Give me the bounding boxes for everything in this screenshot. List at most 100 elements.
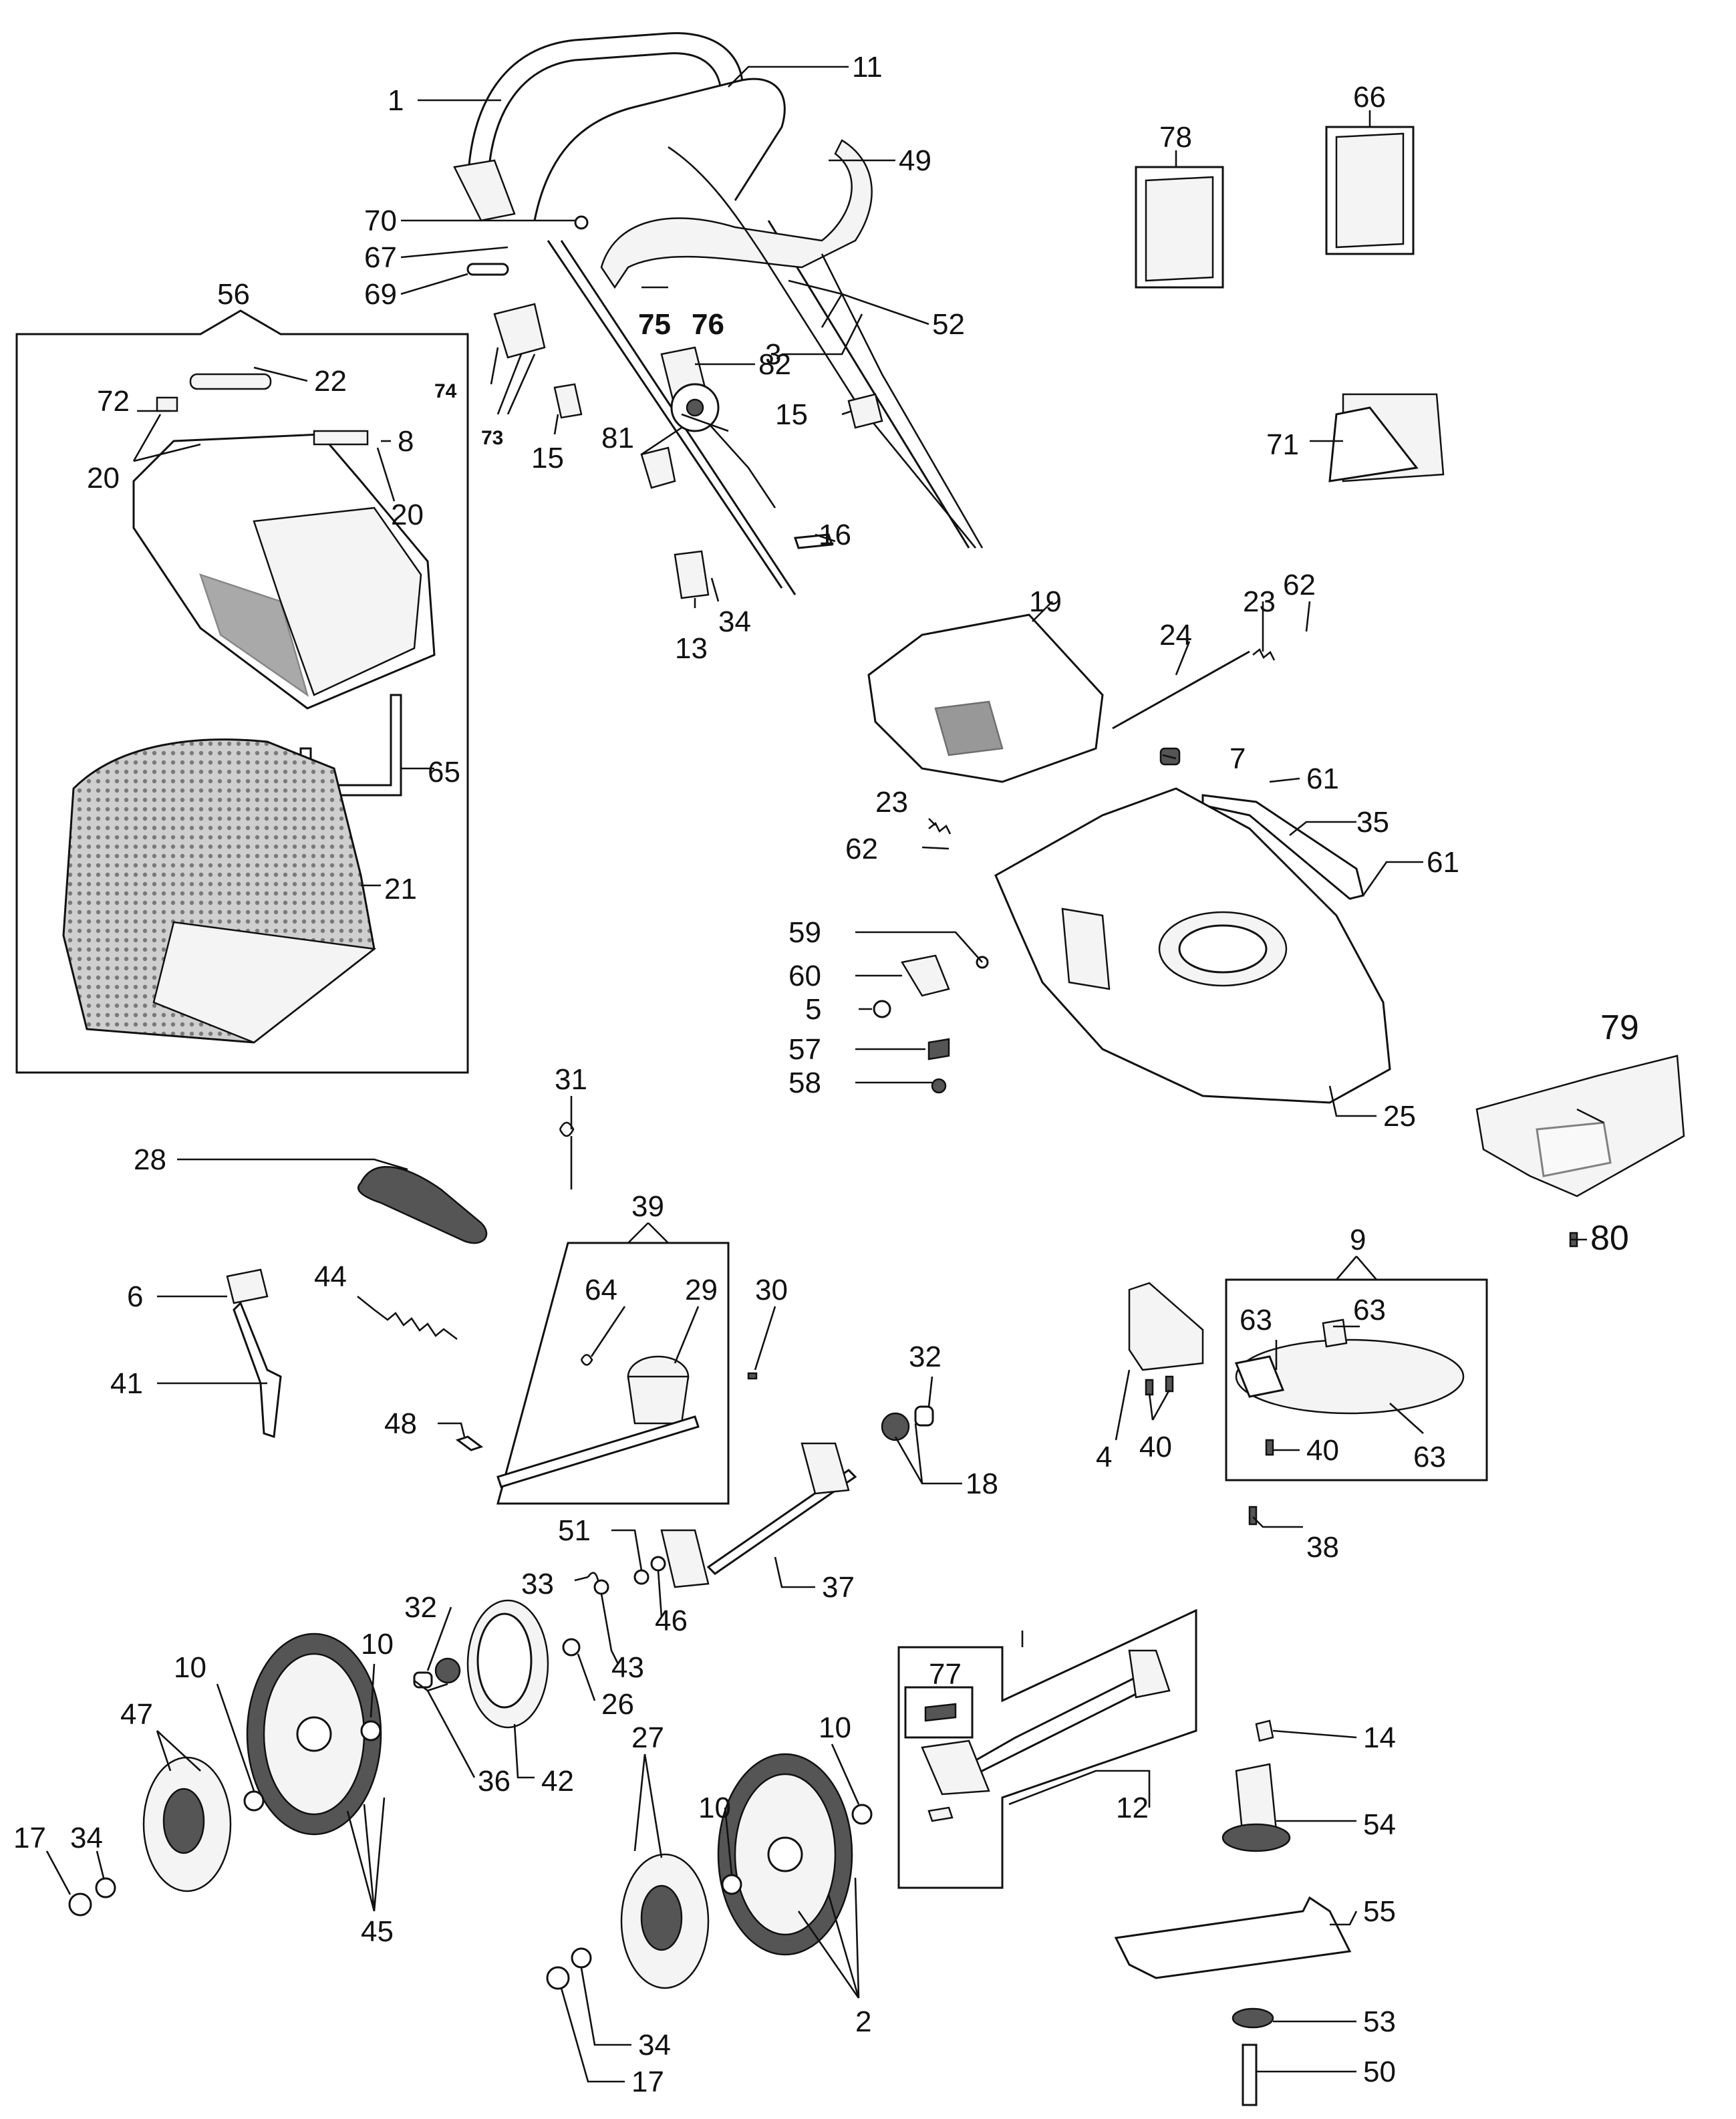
bearing-10d bbox=[851, 1804, 873, 1825]
callout-3: 3 bbox=[765, 338, 781, 371]
callout-81: 81 bbox=[601, 422, 634, 454]
washer-34b bbox=[95, 1877, 116, 1898]
washer-34c bbox=[571, 1947, 592, 1969]
spring-64 bbox=[580, 1354, 593, 1366]
grass-bag-21 bbox=[62, 738, 377, 1044]
sticker-78 bbox=[1135, 166, 1224, 289]
callout-4: 4 bbox=[1096, 1441, 1112, 1473]
kit-77 bbox=[904, 1686, 974, 1739]
callout-6: 6 bbox=[127, 1280, 143, 1313]
blade-guard-frame-9 bbox=[1225, 1278, 1488, 1481]
callout-2: 2 bbox=[855, 2005, 871, 2038]
callout-74: 74 bbox=[434, 380, 457, 402]
callout-23-lower: 23 bbox=[875, 786, 908, 819]
callout-48: 48 bbox=[384, 1407, 417, 1440]
callout-80: 80 bbox=[1590, 1219, 1629, 1258]
bag-cover bbox=[132, 373, 436, 710]
callout-77: 77 bbox=[929, 1658, 962, 1691]
bearing-10c bbox=[721, 1874, 742, 1895]
callout-32-lower: 32 bbox=[404, 1591, 437, 1624]
lever-81 bbox=[640, 446, 676, 489]
callout-10-front-left: 10 bbox=[698, 1792, 731, 1824]
callout-24: 24 bbox=[1159, 619, 1192, 652]
callout-73: 73 bbox=[481, 427, 503, 449]
belt-28 bbox=[357, 1166, 488, 1244]
callout-45: 45 bbox=[361, 1915, 394, 1948]
callout-50: 50 bbox=[1363, 2056, 1396, 2088]
callout-27: 27 bbox=[631, 1721, 664, 1754]
washer-70 bbox=[574, 215, 589, 230]
callout-25: 25 bbox=[1383, 1100, 1416, 1133]
callout-28: 28 bbox=[134, 1143, 166, 1176]
callout-8: 8 bbox=[398, 425, 414, 458]
hubcap-47 bbox=[142, 1756, 232, 1892]
callout-7: 7 bbox=[1229, 742, 1246, 775]
gearbox-29 bbox=[627, 1355, 690, 1425]
bracket-60 bbox=[901, 954, 950, 997]
callout-23-upper: 23 bbox=[1243, 585, 1276, 618]
callout-10-rear-left: 10 bbox=[174, 1651, 206, 1684]
pin-48 bbox=[455, 1435, 484, 1451]
callout-62-lower: 62 bbox=[845, 833, 878, 865]
blade-55 bbox=[1114, 1896, 1352, 1979]
callout-69: 69 bbox=[364, 278, 397, 311]
callout-34-upper: 34 bbox=[718, 605, 751, 638]
nut-17b bbox=[546, 1966, 570, 1990]
callout-67: 67 bbox=[364, 241, 397, 274]
callout-19: 19 bbox=[1029, 585, 1062, 618]
spring-23a bbox=[1252, 648, 1276, 661]
switch-73 bbox=[493, 303, 546, 359]
side-flap-71 bbox=[1328, 393, 1445, 482]
nut-5 bbox=[873, 1000, 891, 1018]
spring-23b bbox=[928, 821, 952, 835]
bolt-50 bbox=[1242, 2043, 1258, 2106]
cable-clip-15a bbox=[847, 393, 883, 429]
callout-58: 58 bbox=[788, 1067, 821, 1099]
callout-41: 41 bbox=[110, 1367, 143, 1400]
mulch-plug-4 bbox=[1128, 1282, 1204, 1371]
rear-axle-12 bbox=[921, 1649, 1171, 1796]
callout-56: 56 bbox=[217, 278, 250, 311]
callout-13: 13 bbox=[675, 632, 708, 665]
screw-40a bbox=[1145, 1375, 1174, 1396]
rear-cover-19 bbox=[867, 613, 1104, 783]
screw-38 bbox=[1248, 1506, 1258, 1526]
callout-37: 37 bbox=[822, 1571, 855, 1604]
pinion-36 bbox=[413, 1657, 461, 1689]
callout-82: 82 bbox=[758, 348, 791, 381]
front-wheel-2 bbox=[717, 1753, 853, 1956]
callout-55: 55 bbox=[1363, 1895, 1396, 1928]
callout-57: 57 bbox=[788, 1033, 821, 1066]
knob-6 bbox=[226, 1268, 269, 1304]
washer-43 bbox=[593, 1579, 609, 1595]
callout-15-upper: 15 bbox=[775, 398, 808, 431]
control-box-82 bbox=[660, 346, 720, 432]
callout-14: 14 bbox=[1363, 1721, 1396, 1754]
callout-33: 33 bbox=[521, 1568, 554, 1600]
callout-40-right: 40 bbox=[1306, 1434, 1339, 1467]
washer-26 bbox=[562, 1638, 581, 1657]
lower-handle bbox=[533, 78, 970, 595]
clip-33 bbox=[587, 1572, 599, 1581]
washer-51 bbox=[633, 1569, 649, 1585]
bushing-32a bbox=[914, 1405, 934, 1427]
callout-38: 38 bbox=[1306, 1531, 1339, 1564]
callout-49: 49 bbox=[899, 144, 931, 177]
callout-39: 39 bbox=[631, 1190, 664, 1223]
callout-29: 29 bbox=[685, 1274, 718, 1306]
callout-76: 76 bbox=[692, 308, 724, 341]
axle-37 bbox=[660, 1442, 857, 1588]
callout-34-left: 34 bbox=[70, 1822, 103, 1854]
callout-16: 16 bbox=[819, 519, 851, 551]
callout-17-left: 17 bbox=[13, 1822, 46, 1854]
callout-26: 26 bbox=[601, 1688, 634, 1721]
callout-10-front-right: 10 bbox=[819, 1711, 851, 1744]
rear-wheel-45 bbox=[246, 1633, 382, 1836]
callout-36: 36 bbox=[478, 1765, 511, 1798]
plate-57 bbox=[927, 1038, 950, 1061]
callout-34-bottom: 34 bbox=[638, 2029, 671, 2062]
deflector-79 bbox=[1475, 1054, 1685, 1197]
key-14 bbox=[1255, 1719, 1274, 1742]
callout-79: 79 bbox=[1600, 1008, 1639, 1047]
